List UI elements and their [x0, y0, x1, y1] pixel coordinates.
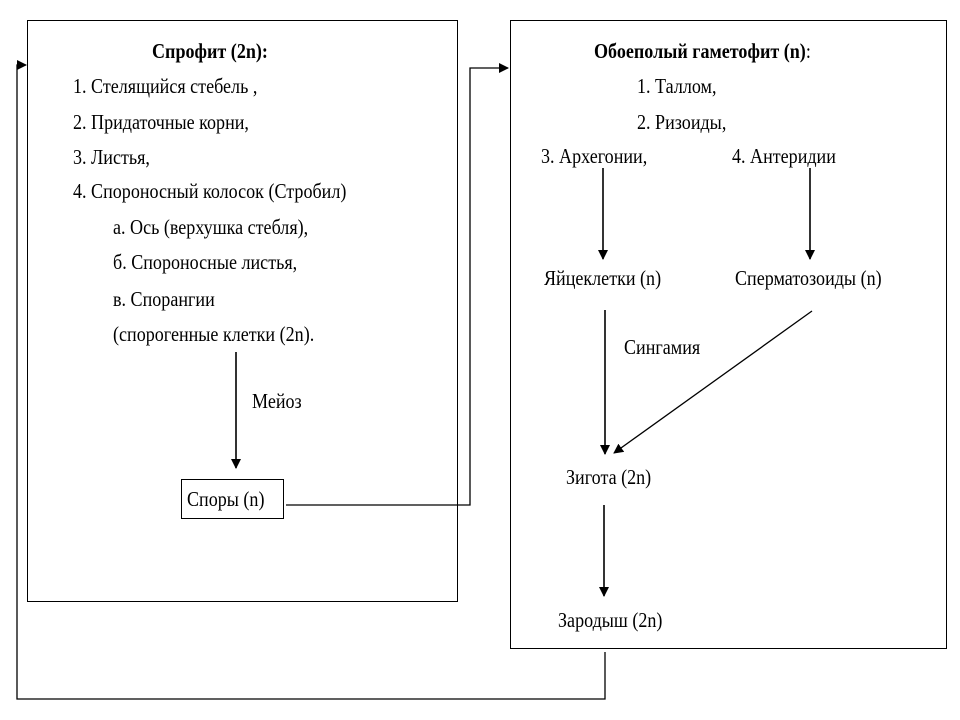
gametophyte-panel	[510, 20, 947, 649]
sporophyte-panel	[27, 20, 458, 602]
sperm-to-zygote-arrow	[613, 310, 813, 454]
sporophyte-subitem: а. Ось (верхушка стебля),	[113, 215, 309, 239]
gametophyte-title-suffix: :	[805, 39, 811, 63]
embryo-to-sporophyte-connector	[16, 60, 606, 700]
spores-box: Споры (n)	[181, 479, 284, 519]
spores-label: Споры (n)	[187, 487, 265, 511]
gametophyte-title: Обоеполый гаметофит (n):	[594, 39, 811, 63]
embryo-label: Зародыш (2n)	[558, 608, 663, 632]
zygote-label: Зигота (2n)	[566, 465, 652, 489]
sporophyte-subitem: в. Спорангии	[113, 287, 215, 311]
sporophyte-subitem: б. Спороносные листья,	[113, 250, 298, 274]
gametophyte-title-main: Обоеполый гаметофит (n)	[594, 39, 806, 63]
sperm-label: Сперматозоиды (n)	[735, 266, 882, 290]
sporophyte-item: 1. Стелящийся стебель ,	[73, 74, 258, 98]
gametophyte-item: 1. Таллом,	[637, 74, 717, 98]
sporophyte-subitem: (спорогенные клетки (2n).	[113, 322, 315, 346]
sporophyte-item: 4. Спороносный колосок (Стробил)	[73, 179, 347, 203]
spores-to-gametophyte-connector	[286, 63, 509, 506]
syngamy-label: Сингамия	[624, 335, 701, 359]
antheridia-label: 4. Антеридии	[732, 144, 836, 168]
sporophyte-item: 3. Листья,	[73, 145, 150, 169]
gametophyte-item: 2. Ризоиды,	[637, 110, 727, 134]
sporophyte-item: 2. Придаточные корни,	[73, 110, 249, 134]
sporophyte-title: Спрофит (2n):	[152, 39, 268, 63]
eggs-label: Яйцеклетки (n)	[544, 266, 662, 290]
meiosis-label: Мейоз	[252, 389, 302, 413]
archegonia-label: 3. Архегонии,	[541, 144, 648, 168]
